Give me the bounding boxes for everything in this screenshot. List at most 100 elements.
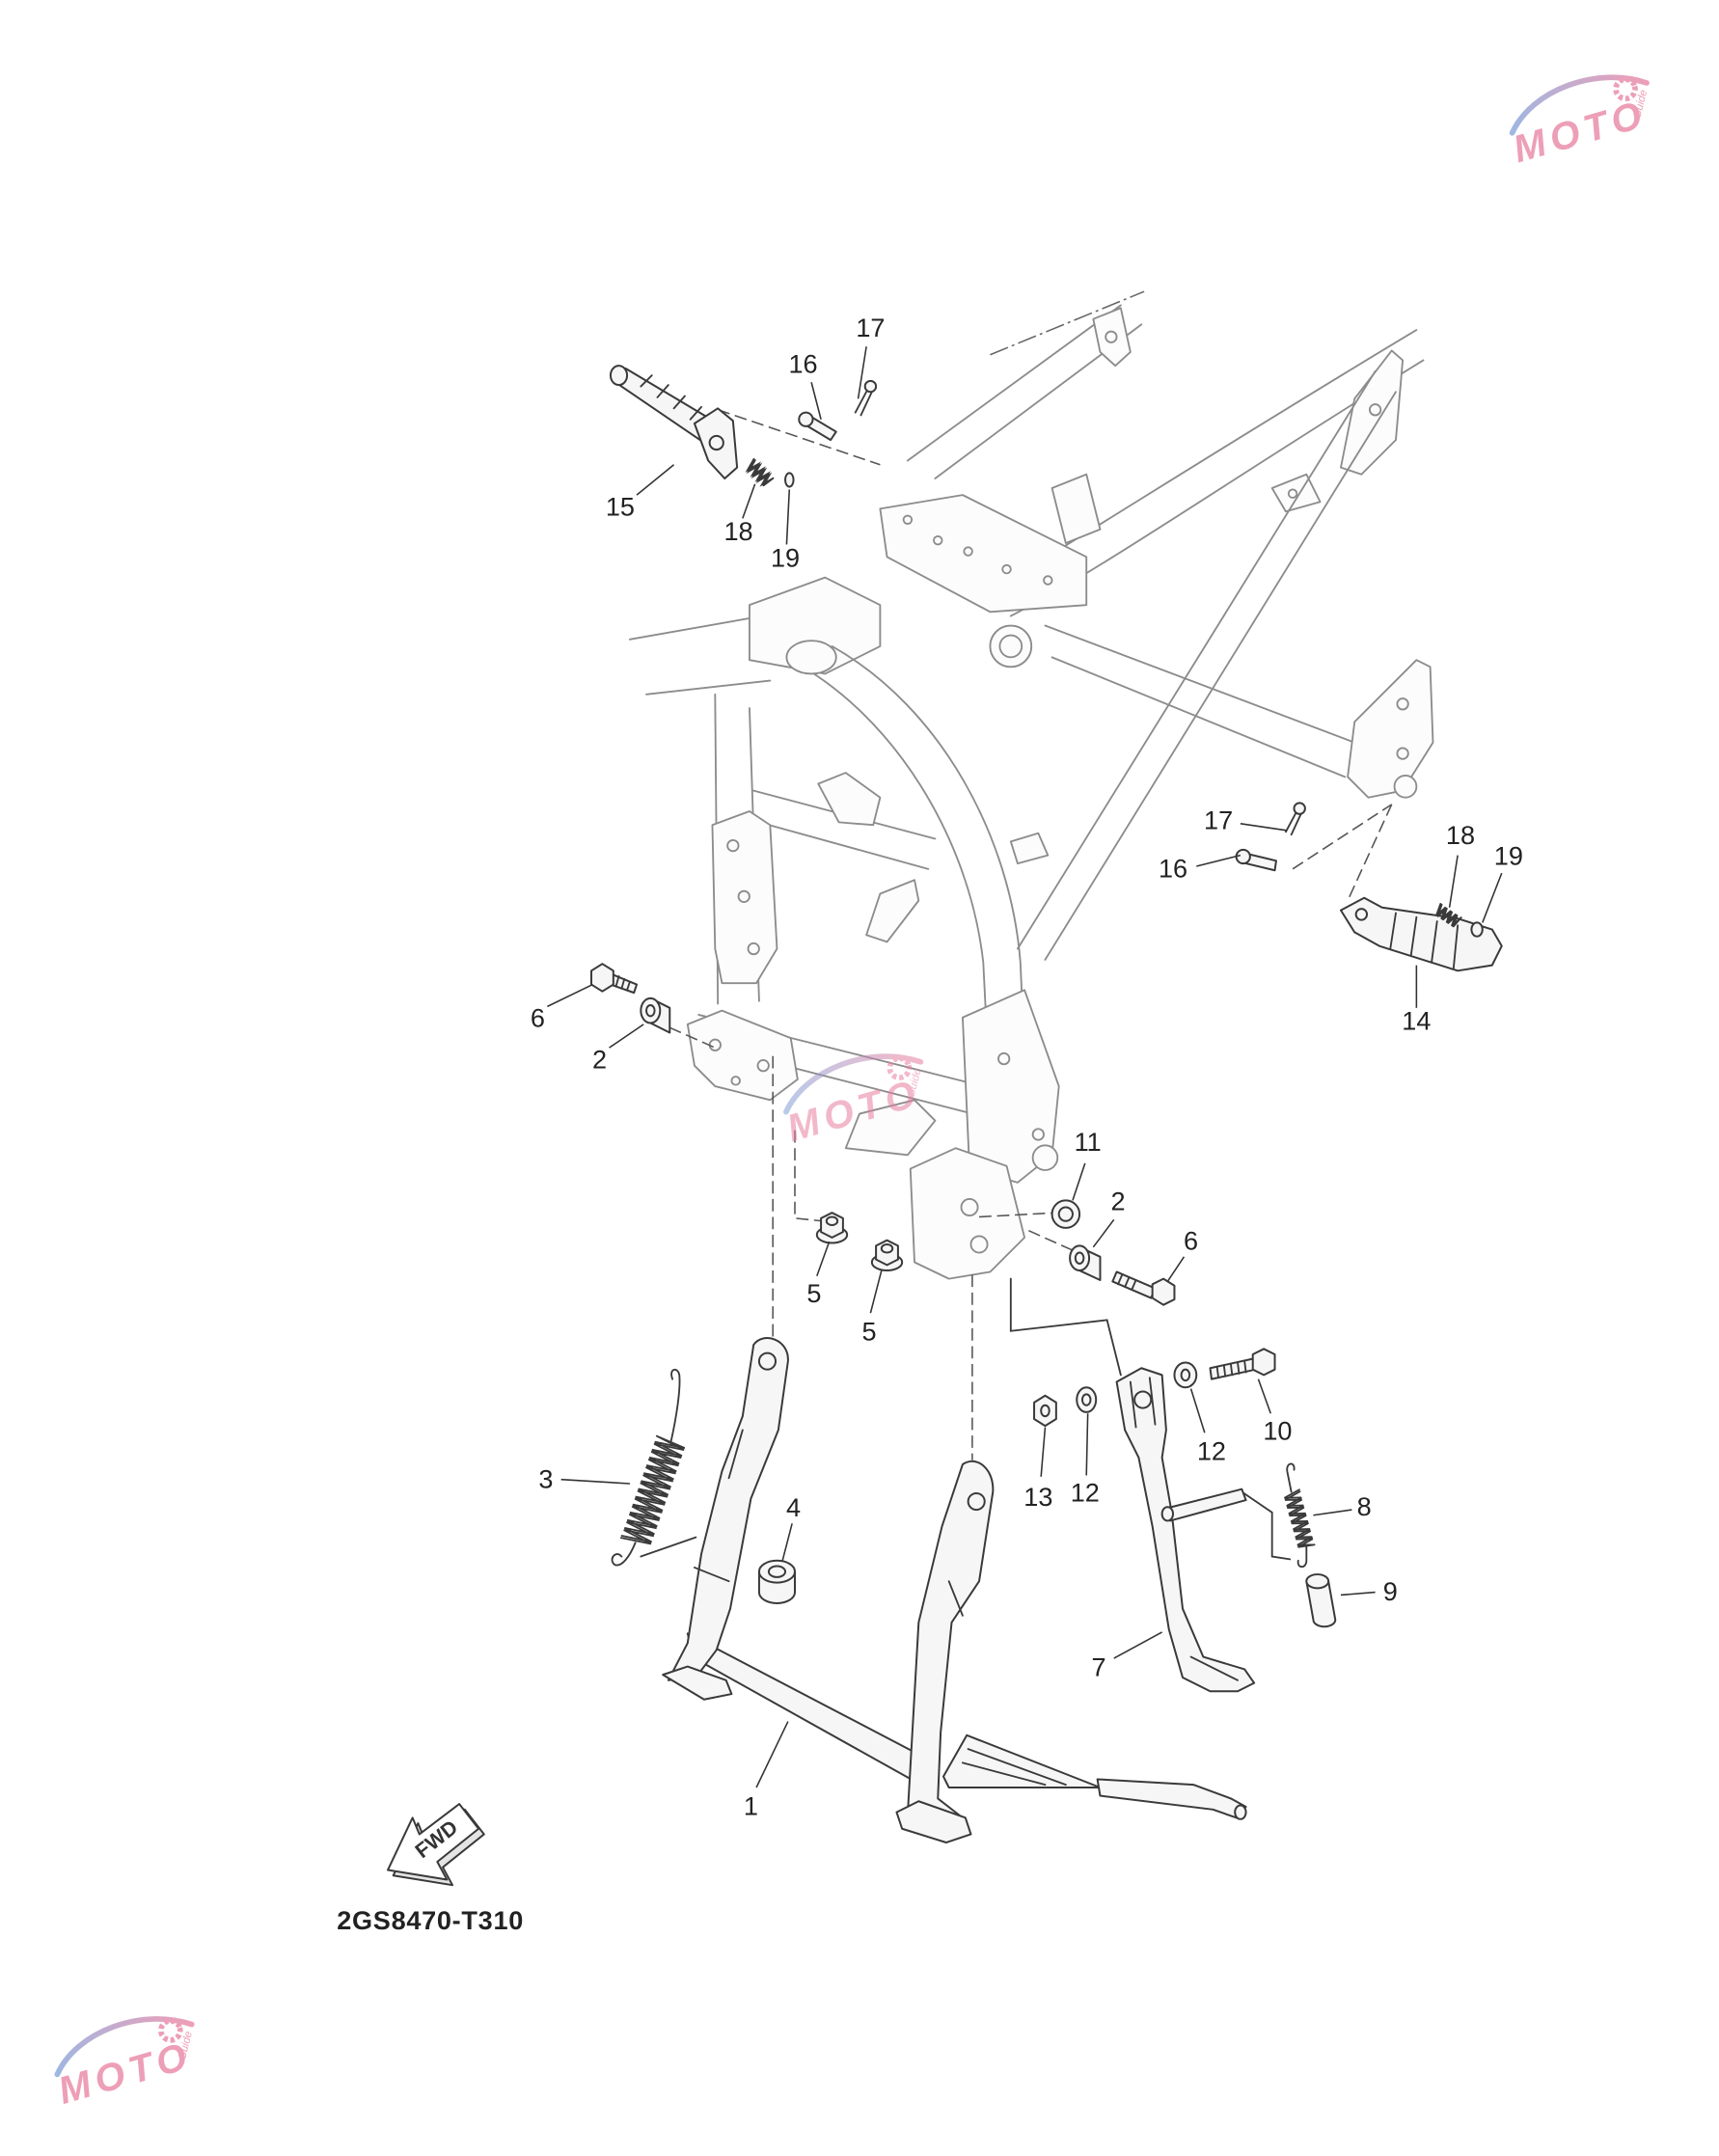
bolt-threads <box>1117 1273 1137 1291</box>
left-footrest-washer <box>784 472 795 488</box>
leader-line <box>1166 1256 1186 1282</box>
bolt-threads <box>614 975 631 992</box>
assembly-line <box>978 1212 1056 1218</box>
leader-line <box>1313 1509 1352 1516</box>
left-cotter-pin <box>854 379 878 417</box>
footrest-peg <box>1339 896 1503 972</box>
assembly-line <box>1292 804 1393 870</box>
frame-hole <box>969 1235 989 1254</box>
side-stand-leg <box>1115 1367 1256 1693</box>
callout-4: 4 <box>786 1492 801 1522</box>
watermark-logo-bottom-left: MOTO Guide <box>54 2016 197 2113</box>
collar-9 <box>1305 1573 1337 1628</box>
pin-shaft <box>1164 1487 1247 1522</box>
callout-13: 13 <box>1023 1482 1052 1512</box>
left-collar <box>640 996 671 1034</box>
frame-hole <box>997 1051 1011 1066</box>
spring-anchor-line <box>640 1536 697 1558</box>
frame-hole <box>730 1076 741 1086</box>
bumper-bore <box>767 1565 787 1578</box>
frame-pivot-hole <box>998 634 1023 659</box>
frame-hole <box>1043 575 1053 586</box>
leader-line <box>547 983 593 1008</box>
frame-tab <box>865 879 920 943</box>
leader-line <box>636 464 675 496</box>
frame-plate-bracket <box>1050 473 1102 544</box>
flange-nut-b <box>870 1239 904 1272</box>
nut-bore <box>825 1215 839 1227</box>
spring-coil <box>619 1434 686 1545</box>
gear-icon <box>1613 76 1638 102</box>
spring-coil <box>1284 1488 1316 1548</box>
callout-18-left: 18 <box>723 516 752 546</box>
side-stand-foot-detail <box>1189 1655 1239 1681</box>
pin-head <box>1235 848 1251 865</box>
callout-17-left: 17 <box>856 313 885 342</box>
leader-line <box>1240 823 1288 832</box>
leader-line <box>755 1721 789 1788</box>
callout-8: 8 <box>1357 1491 1372 1521</box>
frame-hole <box>747 942 760 956</box>
frame-mounting-plate <box>879 494 1088 614</box>
leader-lines <box>547 346 1503 1788</box>
spring-hook-top <box>1286 1462 1296 1493</box>
frame-mid-cross <box>758 821 930 870</box>
stand-cross-tube <box>686 1632 926 1784</box>
frame-cross-tube <box>1050 656 1347 778</box>
frame-tube-cap <box>785 640 837 675</box>
frame-top-bracket <box>1092 307 1132 368</box>
frame-lower-bracket <box>686 1009 799 1102</box>
callout-2-left: 2 <box>592 1045 607 1075</box>
watermark-logo-top-right: MOTO Guide <box>1509 74 1651 171</box>
watermark-text: MOTO <box>54 2034 197 2113</box>
frame-hole <box>963 546 973 557</box>
frame-phantom-line <box>990 290 1145 356</box>
washer-inner <box>1080 1393 1092 1406</box>
forward-arrow: FWD <box>387 1803 485 1887</box>
frame-pivot-boss <box>989 624 1033 669</box>
frame-ring <box>1031 1144 1059 1171</box>
diagram-code: 2GS8470-T310 <box>337 1905 524 1935</box>
leader-line <box>1072 1162 1086 1201</box>
callout-14: 14 <box>1402 1006 1431 1036</box>
collar-bore <box>645 1003 656 1018</box>
right-footrest-washer <box>1470 921 1484 938</box>
frame-engine-mount <box>711 810 778 985</box>
leader-line <box>1092 1218 1115 1248</box>
frame-right-footrest-bracket <box>1347 659 1434 799</box>
frame-hole <box>1287 488 1298 499</box>
frame-main-rail <box>1017 369 1377 950</box>
frame-cross-tube <box>1044 624 1356 744</box>
main-stand <box>662 1337 1247 1844</box>
center-stand-pivot-plate <box>909 1147 1025 1280</box>
washer-inner <box>1180 1368 1191 1382</box>
callout-7: 7 <box>1092 1652 1106 1682</box>
leader-line <box>1085 1413 1089 1476</box>
frame-hole <box>960 1198 979 1216</box>
collar-top <box>1305 1573 1330 1590</box>
frame-tab <box>844 1099 937 1157</box>
watermark-text: MOTO <box>1509 93 1651 171</box>
callout-19-left: 19 <box>771 542 800 572</box>
frame <box>628 290 1434 1280</box>
callout-6-right: 6 <box>1184 1226 1198 1256</box>
bolt-head <box>590 963 614 993</box>
frame-hole <box>1031 1128 1045 1141</box>
frame-hole <box>933 534 943 546</box>
leader-line <box>1189 1388 1206 1433</box>
leader-line <box>816 1241 831 1277</box>
side-stand <box>1115 1367 1256 1693</box>
side-stand-spring <box>1284 1462 1316 1569</box>
frame-mid-bracket <box>817 772 882 827</box>
leader-line <box>1257 1378 1271 1414</box>
callout-19-right: 19 <box>1494 841 1523 871</box>
right-footrest <box>1339 896 1503 972</box>
frame-main-rail <box>1044 391 1397 961</box>
stand-lever <box>1096 1778 1247 1819</box>
left-footrest-pin <box>798 411 837 442</box>
leader-line <box>1040 1427 1047 1477</box>
bushing-inner <box>1057 1206 1074 1222</box>
footrest-ridges <box>1389 912 1460 969</box>
leader-line <box>1340 1591 1376 1597</box>
